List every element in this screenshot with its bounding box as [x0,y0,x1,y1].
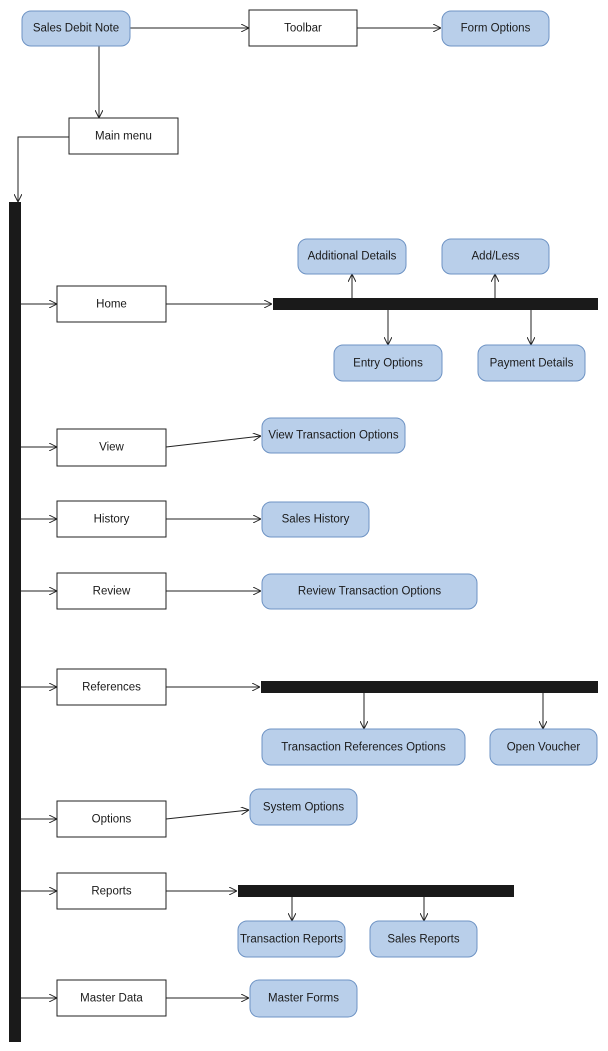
node-review[interactable]: Review [56,572,167,610]
label-home: Home [96,299,127,311]
label-reports: Reports [91,886,132,898]
label-payment-details: Payment Details [490,358,574,370]
node-view-transaction-options[interactable]: View Transaction Options [261,417,406,454]
node-payment-details[interactable]: Payment Details [477,344,586,382]
edge-mainmenu-sidebar [18,136,69,202]
node-additional-details[interactable]: Additional Details [297,238,407,275]
node-review-transaction-options[interactable]: Review Transaction Options [261,573,478,610]
label-master-data: Master Data [80,993,143,1005]
node-options[interactable]: Options [56,800,167,838]
edge-options-system [165,810,249,820]
label-references: References [82,682,141,694]
node-form-options[interactable]: Form Options [441,10,550,47]
label-master-forms: Master Forms [268,993,339,1005]
node-reports[interactable]: Reports [56,872,167,910]
node-view[interactable]: View [56,428,167,467]
node-transaction-references-options[interactable]: Transaction References Options [261,728,466,766]
main-vertical-bar [9,202,21,1042]
node-sales-reports[interactable]: Sales Reports [369,920,478,958]
label-sales-history: Sales History [282,514,350,526]
node-history[interactable]: History [56,500,167,538]
references-fork-bar [261,681,598,693]
label-view: View [99,442,124,454]
label-toolbar: Toolbar [284,23,322,35]
label-transaction-reports: Transaction Reports [240,934,343,946]
edge-view-vto [165,436,261,448]
node-open-voucher[interactable]: Open Voucher [489,728,598,766]
label-transaction-references-options: Transaction References Options [281,742,446,754]
node-transaction-reports[interactable]: Transaction Reports [237,920,346,958]
label-main-menu: Main menu [95,131,152,143]
label-additional-details: Additional Details [308,251,397,263]
label-form-options: Form Options [461,23,531,35]
node-main-menu[interactable]: Main menu [68,117,179,155]
node-entry-options[interactable]: Entry Options [333,344,443,382]
label-review: Review [93,586,131,598]
label-open-voucher: Open Voucher [507,742,581,754]
node-sales-history[interactable]: Sales History [261,501,370,538]
label-system-options: System Options [263,802,344,814]
node-home[interactable]: Home [56,285,167,323]
home-fork-bar [273,298,598,310]
label-sales-debit-note: Sales Debit Note [33,23,119,35]
node-sales-debit-note[interactable]: Sales Debit Note [21,10,131,47]
node-master-forms[interactable]: Master Forms [249,979,358,1018]
node-master-data[interactable]: Master Data [56,979,167,1017]
label-sales-reports: Sales Reports [387,934,459,946]
label-history: History [94,514,130,526]
label-options: Options [92,814,132,826]
node-add-less[interactable]: Add/Less [441,238,550,275]
node-references[interactable]: References [56,668,167,706]
label-review-transaction-options: Review Transaction Options [298,586,441,598]
node-toolbar[interactable]: Toolbar [248,9,358,47]
reports-fork-bar [238,885,514,897]
edges [18,28,543,998]
label-entry-options: Entry Options [353,358,423,370]
label-view-transaction-options: View Transaction Options [268,430,398,442]
label-add-less: Add/Less [472,251,520,263]
node-system-options[interactable]: System Options [249,788,358,826]
